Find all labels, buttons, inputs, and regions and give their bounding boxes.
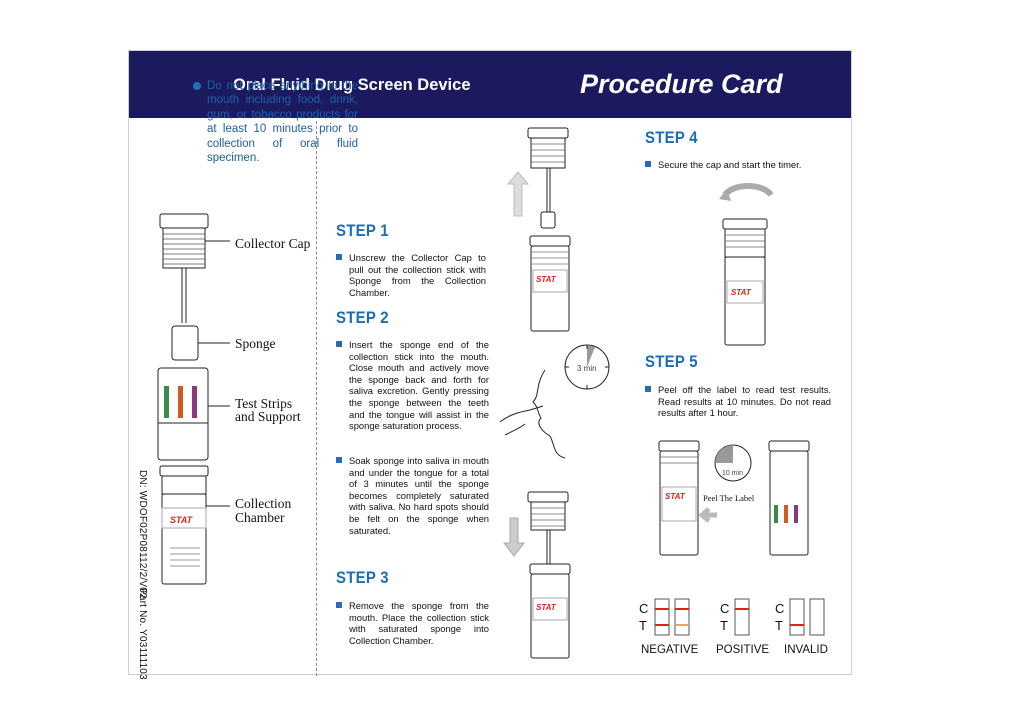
step1-illustration: STAT [506, 127, 571, 332]
negative-t: T [639, 618, 647, 633]
label-collector-cap: Collector Cap [235, 236, 311, 251]
brand-logo: STAT [665, 492, 686, 501]
result-positive: POSITIVE [716, 644, 770, 656]
bullet-dot-icon [193, 82, 201, 90]
label-collection: Collection [235, 496, 292, 511]
brand-logo: STAT [731, 288, 752, 297]
dn-code: DN: WDOF02P08112/2/V02 [137, 470, 148, 599]
header-bar: Oral Fluid Drug Screen Device Procedure … [129, 51, 851, 118]
bullet-square-icon [336, 602, 342, 608]
timer-10min-label: 10 min [722, 470, 743, 477]
step2-illustration: 3 min [499, 344, 610, 459]
bullet-square-icon [645, 161, 651, 167]
positive-t: T [720, 618, 728, 633]
step1-title: STEP 1 [336, 221, 389, 240]
part-number: Part No. Y03111103 [137, 588, 148, 680]
step5-text: Peel off the label to read test results.… [645, 384, 831, 419]
results-diagram: C T C T C T [639, 598, 825, 636]
step3-text: Remove the sponge from the mouth. Place … [336, 600, 489, 646]
bullet-square-icon [336, 254, 342, 260]
bullet-square-icon [336, 457, 342, 463]
step3-title: STEP 3 [336, 568, 389, 587]
invalid-t: T [775, 618, 783, 633]
invalid-c: C [775, 601, 784, 616]
brand-logo: STAT [536, 603, 557, 612]
step5-illustration: STAT 10 min Peel The Label [658, 440, 810, 556]
device-title: Oral Fluid Drug Screen Device [233, 76, 471, 94]
brand-logo: STAT [170, 515, 194, 525]
step4-title: STEP 4 [645, 128, 698, 147]
warning-note: Do not place anything in the mouth inclu… [193, 79, 358, 165]
step2-title: STEP 2 [336, 308, 389, 327]
timer-3min-label: 3 min [577, 364, 597, 373]
step2-text2: Soak sponge into saliva in mouth and und… [336, 455, 489, 536]
negative-c: C [639, 601, 648, 616]
label-test-strips: Test Strips [235, 396, 293, 411]
step3-illustration: STAT [502, 491, 571, 659]
step5-title: STEP 5 [645, 352, 698, 371]
bullet-square-icon [336, 341, 342, 347]
result-negative: NEGATIVE [641, 644, 699, 656]
label-sponge: Sponge [235, 336, 276, 351]
step4-illustration: STAT [719, 183, 774, 346]
peel-label-text: Peel The Label [703, 493, 755, 503]
step1-text: Unscrew the Collector Cap to pull out th… [336, 252, 486, 298]
procedure-card: Oral Fluid Drug Screen Device Procedure … [128, 50, 852, 676]
step2-text1: Insert the sponge end of the collection … [336, 339, 489, 432]
step4-text: Secure the cap and start the timer. [645, 159, 835, 171]
positive-c: C [720, 601, 729, 616]
bullet-square-icon [645, 386, 651, 392]
label-and-support: and Support [235, 409, 301, 424]
result-invalid: INVALID [784, 644, 828, 656]
label-chamber: Chamber [235, 510, 285, 525]
brand-logo: STAT [536, 275, 557, 284]
card-title: Procedure Card [580, 69, 783, 99]
column-divider [316, 121, 317, 676]
device-parts-illustration: STAT [157, 213, 230, 585]
